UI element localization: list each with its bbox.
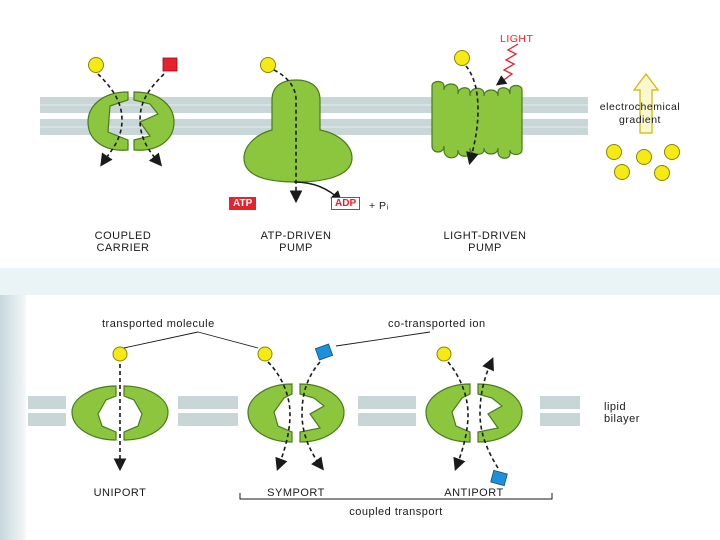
left-shade bbox=[0, 295, 26, 540]
gradient-label-2: gradient bbox=[619, 114, 661, 126]
antiport-label: ANTIPORT bbox=[444, 487, 504, 499]
antiport-protein bbox=[425, 346, 523, 487]
atp-driven-pump bbox=[243, 57, 353, 204]
coupled-transport-bracket bbox=[239, 493, 553, 500]
uniport-label: UNIPORT bbox=[93, 487, 147, 499]
section-divider bbox=[0, 268, 720, 295]
coupled-carrier-label-2: CARRIER bbox=[96, 242, 150, 254]
symport-label: SYMPORT bbox=[267, 487, 325, 499]
adp-label: ADP bbox=[331, 197, 361, 210]
coupled-carrier-label-1: COUPLED bbox=[94, 230, 152, 242]
light-pump-label-1: LIGHT-DRIVEN bbox=[443, 230, 527, 242]
ion-red bbox=[162, 57, 178, 72]
lipid-label-1: lipid bbox=[604, 401, 627, 413]
light-pump-label-2: PUMP bbox=[468, 242, 502, 254]
gradient-indicator bbox=[606, 73, 680, 181]
light-driven-pump bbox=[431, 43, 523, 166]
molecule-yellow bbox=[260, 57, 276, 73]
coupled-transport-label: coupled transport bbox=[349, 506, 443, 518]
molecule-yellow bbox=[88, 57, 104, 73]
callout-lines bbox=[123, 331, 431, 349]
transported-molecule-label: transported molecule bbox=[102, 318, 215, 330]
atp-pump-label-2: PUMP bbox=[279, 242, 313, 254]
coupled-carrier bbox=[87, 57, 178, 167]
molecule-yellow bbox=[454, 50, 470, 66]
bottom-membrane bbox=[28, 396, 580, 426]
co-transported-ion-label: co-transported ion bbox=[388, 318, 486, 330]
lipid-label-2: bilayer bbox=[604, 413, 640, 425]
gradient-label-1: electrochemical bbox=[599, 101, 681, 113]
light-label: LIGHT bbox=[500, 33, 534, 45]
symport-protein bbox=[247, 343, 345, 471]
light-zigzag bbox=[495, 43, 519, 86]
pi-label: + Pᵢ bbox=[369, 200, 389, 212]
uniport-protein bbox=[71, 346, 169, 472]
atp-pump-label-1: ATP-DRIVEN bbox=[260, 230, 332, 242]
atp-label: ATP bbox=[229, 197, 257, 210]
